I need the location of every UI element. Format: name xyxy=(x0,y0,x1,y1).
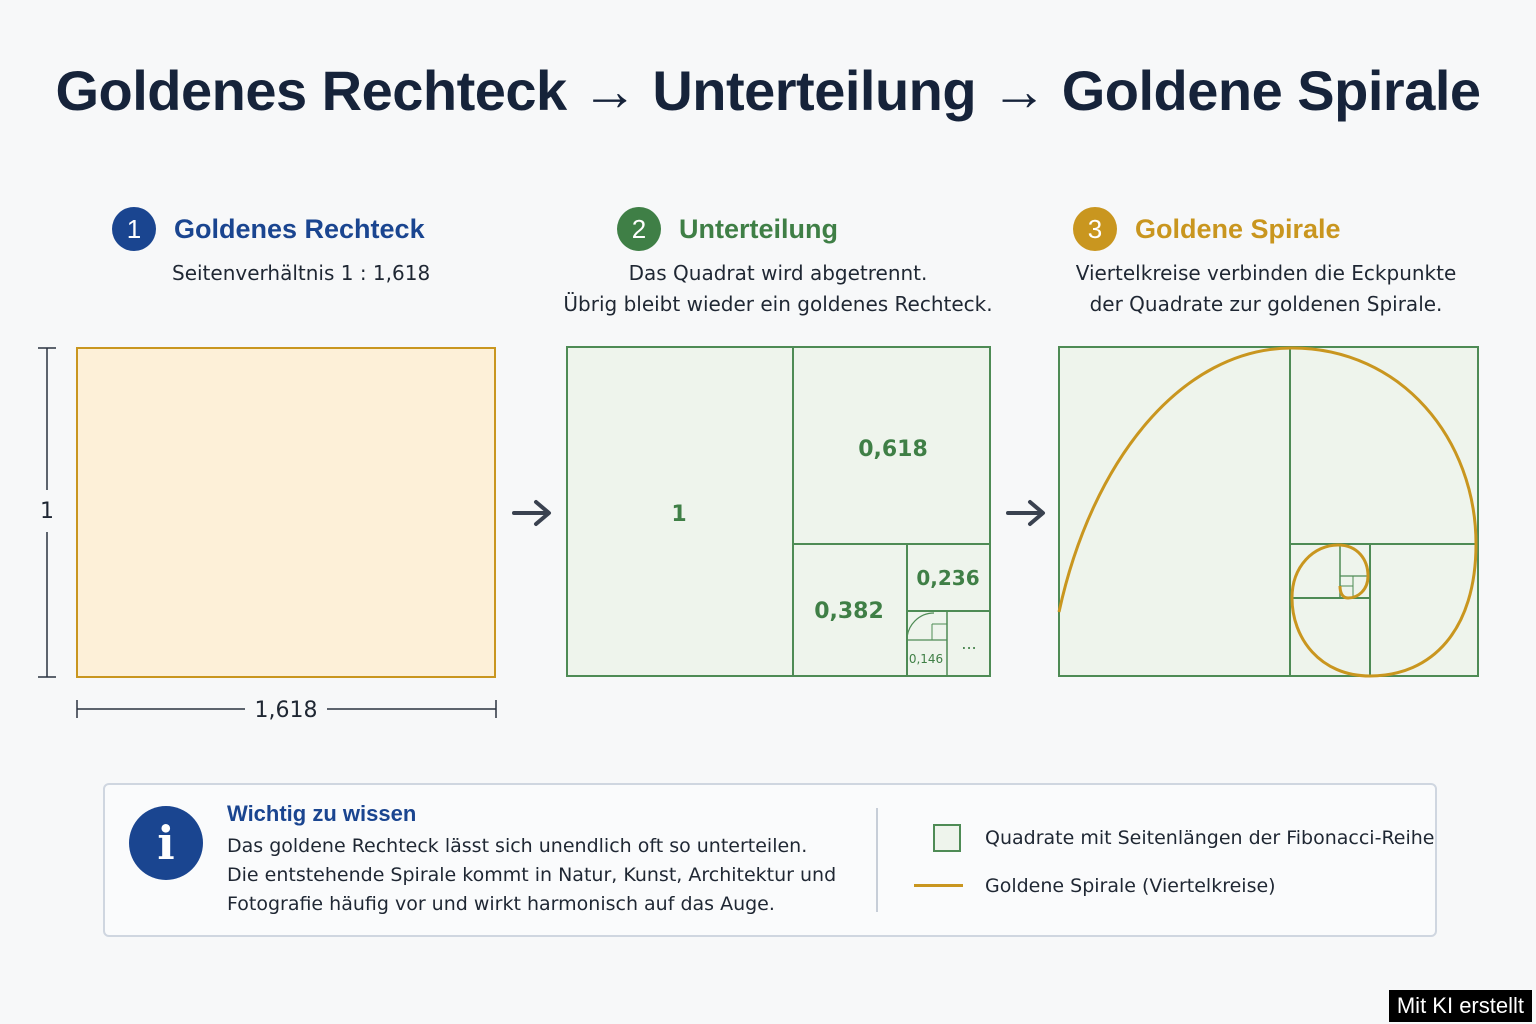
legend-squares-label: Quadrate mit Seitenlängen der Fibonacci-… xyxy=(985,827,1435,849)
info-line-1: Das goldene Rechteck lässt sich unendlic… xyxy=(227,835,808,857)
arrow-right-icon xyxy=(1006,500,1045,526)
golden-spiral-curve xyxy=(1057,346,1478,678)
legend-spiral-label: Goldene Spirale (Viertelkreise) xyxy=(985,875,1276,897)
step-3-badge: 3 xyxy=(1073,207,1117,251)
arrow-right-icon xyxy=(512,500,551,526)
info-line-3: Fotografie häufig vor und wirkt harmonis… xyxy=(227,893,775,915)
step-2-badge: 2 xyxy=(617,207,661,251)
step-2-description-line: Übrig bleibt wieder ein goldenes Rechtec… xyxy=(563,292,993,316)
subdivision-outer-rectangle xyxy=(566,346,991,677)
step-2-description: Das Quadrat wird abgetrennt. Übrig bleib… xyxy=(548,258,1008,320)
golden-rectangle-panel: 1 1,618 xyxy=(38,347,497,723)
step-3-header: 3 Goldene Spirale xyxy=(1073,207,1341,251)
subdivision-panel: 1 0,618 0,382 0,236 0,146 ... xyxy=(566,346,991,677)
info-line-2: Die entstehende Spirale kommt in Natur, … xyxy=(227,864,837,886)
info-box xyxy=(103,783,1437,937)
spiral-outer-rectangle xyxy=(1058,346,1479,677)
step-1-description: Seitenverhältnis 1 : 1,618 xyxy=(172,258,430,289)
info-title: Wichtig zu wissen xyxy=(227,801,417,826)
mini-spiral-arc xyxy=(906,612,935,641)
info-icon: i xyxy=(129,806,203,880)
label-0236: 0,236 xyxy=(916,566,979,590)
width-label: 1,618 xyxy=(255,698,318,723)
step-2-title: Unterteilung xyxy=(679,213,838,244)
step-1-description-line: Seitenverhältnis 1 : 1,618 xyxy=(172,261,431,285)
label-0382: 0,382 xyxy=(814,599,884,624)
label-ellipsis: ... xyxy=(961,634,976,653)
step-1-badge: 1 xyxy=(112,207,156,251)
page-title: Goldenes Rechteck → Unterteilung → Golde… xyxy=(55,59,1481,122)
info-divider xyxy=(876,808,878,912)
step-2-description-line: Das Quadrat wird abgetrennt. xyxy=(628,261,928,285)
height-label: 1 xyxy=(40,499,54,524)
golden-spiral-panel xyxy=(1057,346,1479,678)
step-3-title: Goldene Spirale xyxy=(1135,213,1341,244)
square-icon xyxy=(933,824,961,852)
step-2-header: 2 Unterteilung xyxy=(617,207,838,251)
label-1: 1 xyxy=(671,502,686,527)
step-3-description: Viertelkreise verbinden die Eckpunkte de… xyxy=(1040,258,1492,320)
label-0146: 0,146 xyxy=(909,652,943,666)
label-0618: 0,618 xyxy=(858,437,928,462)
step-3-description-line: der Quadrate zur goldenen Spirale. xyxy=(1089,292,1443,316)
watermark-badge: Mit KI erstellt xyxy=(1388,990,1532,1022)
step-3-description-line: Viertelkreise verbinden die Eckpunkte xyxy=(1075,261,1457,285)
line-icon xyxy=(914,884,963,887)
golden-rectangle xyxy=(76,347,496,678)
step-1-header: 1 Goldenes Rechteck xyxy=(112,207,425,251)
step-1-title: Goldenes Rechteck xyxy=(174,213,425,244)
